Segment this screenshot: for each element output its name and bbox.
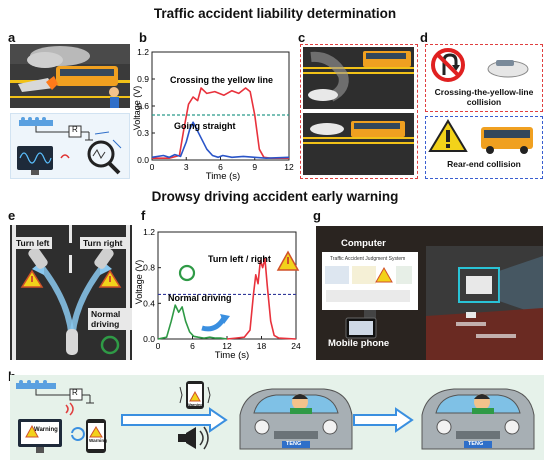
collision-type-rear-end: Rear-end collision xyxy=(425,116,543,179)
normal-circle-icon xyxy=(178,264,196,282)
plot-frame-1 xyxy=(157,231,297,340)
annotation-crossing: Crossing the yellow line xyxy=(170,75,273,85)
panel-label-a: a xyxy=(8,30,16,45)
warning-sign-icon xyxy=(428,119,533,154)
panel-label-c: c xyxy=(298,30,306,45)
y-tick-label: 0.6 xyxy=(137,101,149,111)
series-line-1 xyxy=(151,121,290,159)
road-illustration xyxy=(12,225,130,360)
warning-label-monitor: Warning xyxy=(34,427,58,433)
resistor-label: R xyxy=(72,125,78,134)
panel-label-f: f xyxy=(141,208,146,223)
road-driving-scene: Turn left Turn right Normal driving xyxy=(10,225,132,360)
warning-label-phone: Warning xyxy=(89,438,107,443)
x-axis-label-b: Time (s) xyxy=(206,171,240,182)
teng-sensing-illustration xyxy=(17,117,122,175)
x-tick-label: 0 xyxy=(150,162,155,172)
series-line-1 xyxy=(226,257,297,340)
accident-scene-image xyxy=(10,44,130,108)
label-turn-left: Turn left xyxy=(13,237,53,249)
x-tick-label: 12 xyxy=(222,341,232,351)
series-line-0 xyxy=(152,87,289,159)
plate-car-2: TENG xyxy=(468,441,484,447)
label-mobile-phone: Mobile phone xyxy=(328,338,390,349)
lane-change-scene xyxy=(300,44,418,179)
y-tick-label: 0.8 xyxy=(143,263,155,273)
annotation-straight: Going straight xyxy=(174,121,236,131)
x-tick-label: 24 xyxy=(291,341,301,351)
voltage-chart-b: 0 3 6 9 12 0.0 0.3 0.6 0.9 1.2 Voltage (V) Time (… xyxy=(132,47,294,182)
x-tick-label: 6 xyxy=(190,341,195,351)
demo-setup-photo: Computer Traffic Accident Judgment Syste… xyxy=(316,226,543,360)
plot-frame-0 xyxy=(151,51,290,161)
y-tick-label: 0.0 xyxy=(137,155,149,165)
x-tick-label: 6 xyxy=(218,162,223,172)
voltage-chart-f: 0 6 12 18 24 0.0 0.4 0.8 1.2 Voltage (V) Time (s… xyxy=(134,227,301,361)
x-tick-label: 9 xyxy=(252,162,257,172)
lane-change-illustration xyxy=(303,47,414,175)
label-normal-driving: Normal driving xyxy=(88,308,132,330)
label-rear-end-collision: Rear-end collision xyxy=(447,159,521,169)
plate-car-1: TENG xyxy=(286,441,302,447)
screen-title: Traffic Accident Judgment System xyxy=(330,256,406,262)
warning-label-vibrating-phone: Warning xyxy=(187,402,203,407)
teng-sensing-diagram: R xyxy=(10,113,130,179)
panel-label-e: e xyxy=(8,208,16,223)
x-tick-label: 12 xyxy=(284,162,294,172)
y-tick-label: 0.9 xyxy=(137,74,149,84)
warning-workflow-illustration xyxy=(16,380,535,453)
series-line-0 xyxy=(157,304,228,340)
panel-label-g: g xyxy=(313,208,321,223)
label-yellow-line-collision: Crossing-the-yellow-line collision xyxy=(434,87,534,107)
y-tick-label: 1.2 xyxy=(137,47,149,57)
y-axis-label-f: Voltage (V) xyxy=(134,260,144,305)
y-tick-label: 0.4 xyxy=(143,298,155,308)
x-tick-label: 3 xyxy=(184,162,189,172)
x-tick-label: 18 xyxy=(257,341,267,351)
section-title-liability: Traffic accident liability determination xyxy=(153,6,397,21)
panel-label-d: d xyxy=(420,30,428,45)
section-title-drowsy: Drowsy driving accident early warning xyxy=(151,189,399,204)
label-computer: Computer xyxy=(341,238,386,249)
annotation-turn: Turn left / right xyxy=(208,254,271,264)
no-uturn-sign-icon xyxy=(431,48,529,82)
x-axis-label-f: Time (s) xyxy=(215,350,249,361)
panel-label-b: b xyxy=(139,30,147,45)
collision-type-yellow-line: Crossing-the-yellow-line collision xyxy=(425,44,543,112)
y-tick-label: 0.0 xyxy=(143,334,155,344)
accident-scene-illustration xyxy=(10,46,130,108)
demo-setup-illustration xyxy=(316,226,543,360)
label-turn-right: Turn right xyxy=(80,237,126,249)
annotation-normal: Normal driving xyxy=(168,293,232,303)
y-tick-label: 1.2 xyxy=(143,227,155,237)
y-axis-label-b: Voltage (V) xyxy=(132,86,142,131)
resistor-label-h: R xyxy=(72,388,78,397)
x-tick-label: 0 xyxy=(156,341,161,351)
curved-arrow-icon xyxy=(201,316,227,332)
y-tick-label: 0.3 xyxy=(137,128,149,138)
warning-workflow-panel: R Warning Warning Warning TENG TENG xyxy=(10,375,544,460)
